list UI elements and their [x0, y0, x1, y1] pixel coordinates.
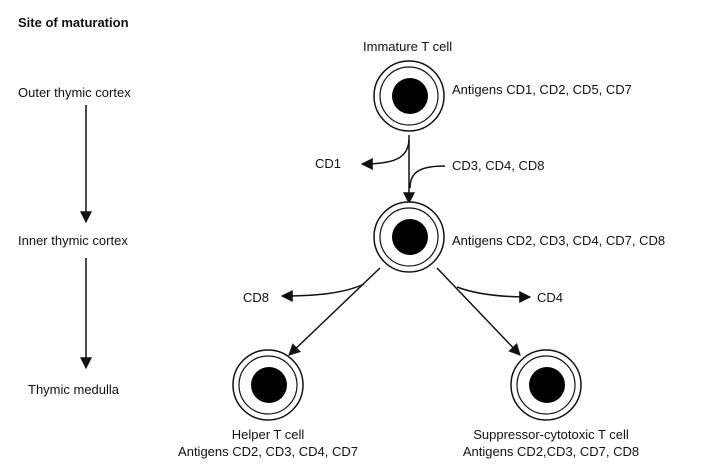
immature-cell-icon [373, 60, 445, 132]
arrow-cortical-to-helper [288, 267, 381, 356]
site-inner-cortex: Inner thymic cortex [18, 233, 128, 248]
cortical-cell-antigens: Antigens CD2, CD3, CD4, CD7, CD8 [452, 233, 665, 248]
arrow-markers-gained [409, 165, 446, 189]
marker-gained: CD3, CD4, CD8 [452, 158, 544, 173]
suppressor-cell-title: Suppressor-cytotoxic T cell [473, 427, 629, 442]
suppressor-cell-icon [510, 349, 582, 421]
site-heading: Site of maturation [18, 15, 129, 30]
arrow-cd8-lost [280, 283, 365, 302]
cortical-cell-icon [373, 201, 445, 273]
immature-cell-title: Immature T cell [363, 39, 452, 54]
arrow-cd1-lost [360, 139, 410, 170]
arrow-cd4-lost [456, 286, 532, 303]
site-medulla: Thymic medulla [28, 382, 120, 397]
helper-cell-icon [232, 349, 304, 421]
arrow-cortical-to-suppressor [436, 267, 521, 356]
helper-cell-title: Helper T cell [232, 427, 305, 442]
marker-cd8-lost: CD8 [243, 290, 269, 305]
marker-cd4-lost: CD4 [537, 290, 563, 305]
marker-cd1-lost: CD1 [315, 156, 341, 171]
helper-cell-antigens: Antigens CD2, CD3, CD4, CD7 [178, 444, 358, 459]
site-outer-cortex: Outer thymic cortex [18, 85, 131, 100]
immature-cell-antigens: Antigens CD1, CD2, CD5, CD7 [452, 82, 632, 97]
suppressor-cell-antigens: Antigens CD2,CD3, CD7, CD8 [463, 444, 639, 459]
